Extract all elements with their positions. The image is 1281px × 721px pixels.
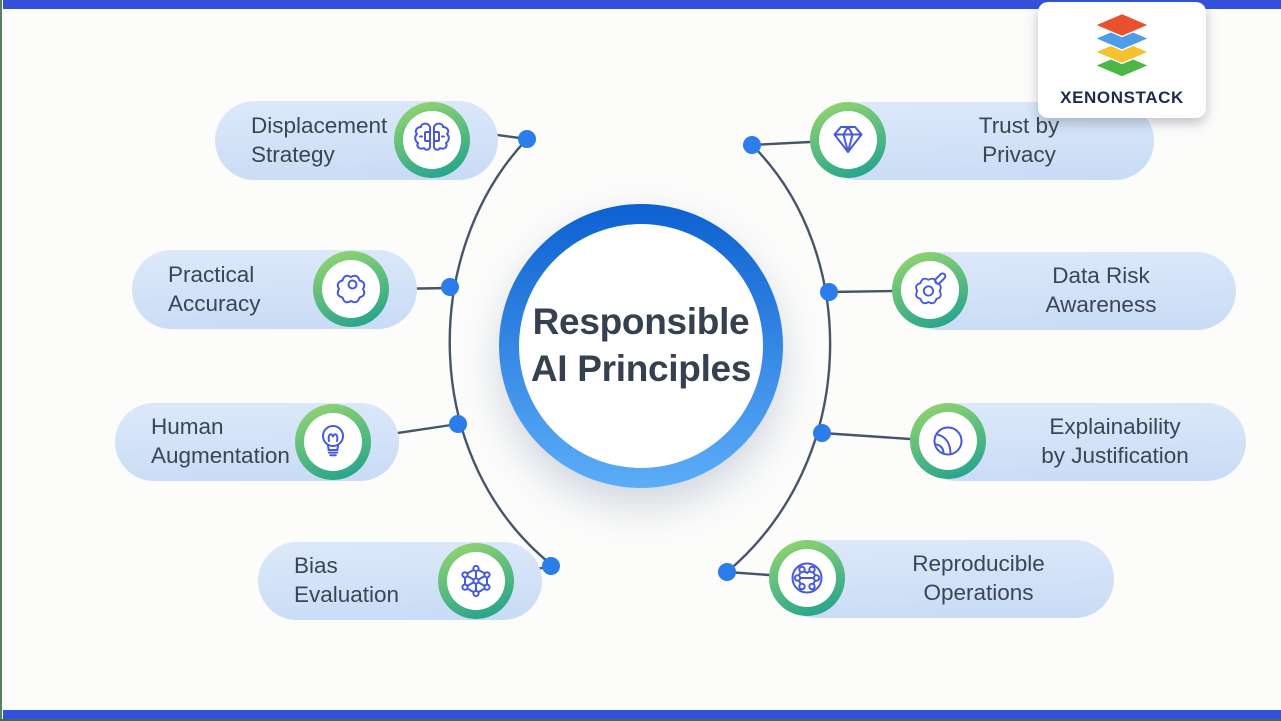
- reproducible-node: [769, 540, 845, 616]
- diagram-title: Responsible AI Principles: [530, 301, 752, 389]
- explainability-node: [910, 403, 986, 479]
- top-accent-bar: [3, 0, 1281, 9]
- principle-label: Augmentation: [151, 443, 290, 468]
- gear-icon: [322, 260, 380, 318]
- connector-explainability: [820, 431, 912, 441]
- trust-node: [810, 102, 886, 178]
- principle-label: by Justification: [1041, 443, 1189, 468]
- center-circle: Responsible AI Principles: [499, 204, 783, 488]
- bias-node: [438, 543, 514, 619]
- principle-label: Operations: [923, 580, 1034, 605]
- right-arc: [725, 143, 832, 574]
- lightbulb-icon: [304, 413, 362, 471]
- gear-pencil-icon: [901, 261, 959, 319]
- xenonstack-stack-icon: [1081, 12, 1163, 83]
- principle-label: Displacement: [251, 112, 388, 138]
- principle-label: Privacy: [982, 142, 1056, 167]
- diamond-icon: [819, 111, 877, 169]
- practical-node: [313, 251, 389, 327]
- connector-trust: [750, 140, 812, 147]
- bottom-edge-line: [0, 719, 1281, 721]
- principle-label: Human: [151, 414, 224, 440]
- left-edge-line: [0, 0, 2, 721]
- principle-label: Practical: [168, 261, 255, 287]
- center-circle-inner: Responsible AI Principles: [519, 224, 763, 468]
- principle-label: Awareness: [1045, 292, 1157, 317]
- principle-label: Reproducible: [912, 551, 1045, 577]
- principle-label: Strategy: [251, 141, 335, 167]
- data-risk-node: [892, 252, 968, 328]
- hex-network-icon: [447, 552, 505, 610]
- human-node: [295, 404, 371, 480]
- brand-name: XENONSTACK: [1060, 88, 1184, 107]
- principle-label: Accuracy: [168, 290, 261, 316]
- bottom-accent-bar: [3, 710, 1281, 719]
- principle-label: Evaluation: [294, 582, 400, 607]
- principle-label: Explainability: [1049, 414, 1181, 440]
- xenonstack-logo-card: XENONSTACK: [1038, 2, 1206, 118]
- network-nodes-icon: [778, 549, 836, 607]
- sphere-icon: [919, 412, 977, 470]
- displacement-node: [394, 102, 470, 178]
- connector-data-risk: [827, 289, 894, 294]
- principle-label: Data Risk: [1052, 263, 1150, 289]
- left-arc: [448, 137, 555, 568]
- brain-icon: [403, 111, 461, 169]
- principle-label: Bias: [294, 553, 338, 579]
- arc-dots: [441, 130, 838, 581]
